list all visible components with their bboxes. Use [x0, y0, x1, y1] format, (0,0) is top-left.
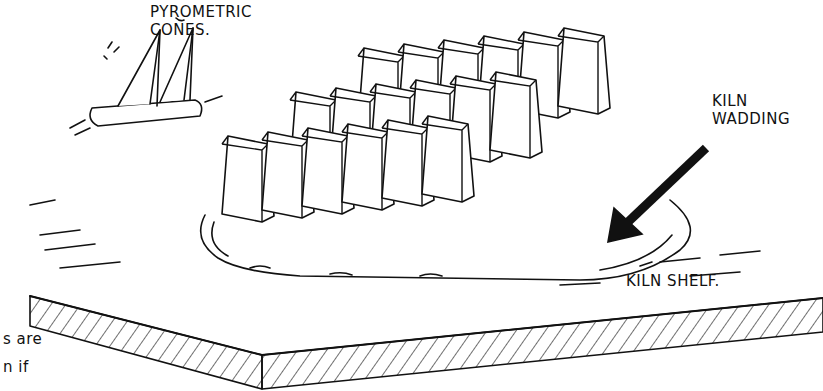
tile-edge [262, 132, 308, 218]
kiln-wadding [201, 200, 691, 280]
tile-outline [558, 28, 610, 114]
sketch-mark [104, 42, 119, 59]
tile-edge [422, 116, 468, 202]
arrow-head [608, 208, 642, 242]
tile-outline [490, 72, 542, 158]
tile-edge [302, 128, 348, 214]
tile [490, 72, 542, 158]
annotation-label: s are [3, 330, 63, 348]
annotation-label: KILN SHELF. [626, 272, 776, 290]
wadding-texture [250, 262, 652, 276]
wadding-inner [212, 222, 672, 270]
pointer-arrow [628, 148, 706, 222]
tile-edge [490, 72, 536, 158]
cone-edge [157, 30, 160, 106]
shelf-right-face [262, 298, 823, 389]
shelf-edge [30, 296, 823, 355]
tile-edge [342, 124, 388, 210]
annotation-label: n if [3, 358, 63, 376]
tile-edge [222, 136, 268, 222]
tile-stack [222, 28, 610, 222]
pyrometric-cone [118, 30, 160, 106]
tile-edge [382, 120, 428, 206]
tile [558, 28, 610, 114]
tile-outline [422, 116, 474, 202]
tile [422, 116, 474, 202]
tile-edge [558, 28, 604, 114]
annotation-label: KILN WADDING [712, 92, 816, 128]
shelf-left-face [30, 296, 262, 389]
annotation-label: PYROMETRIC CONES. [150, 3, 280, 39]
shelf-strokes [30, 200, 120, 268]
pyrometric-cone [160, 28, 193, 102]
